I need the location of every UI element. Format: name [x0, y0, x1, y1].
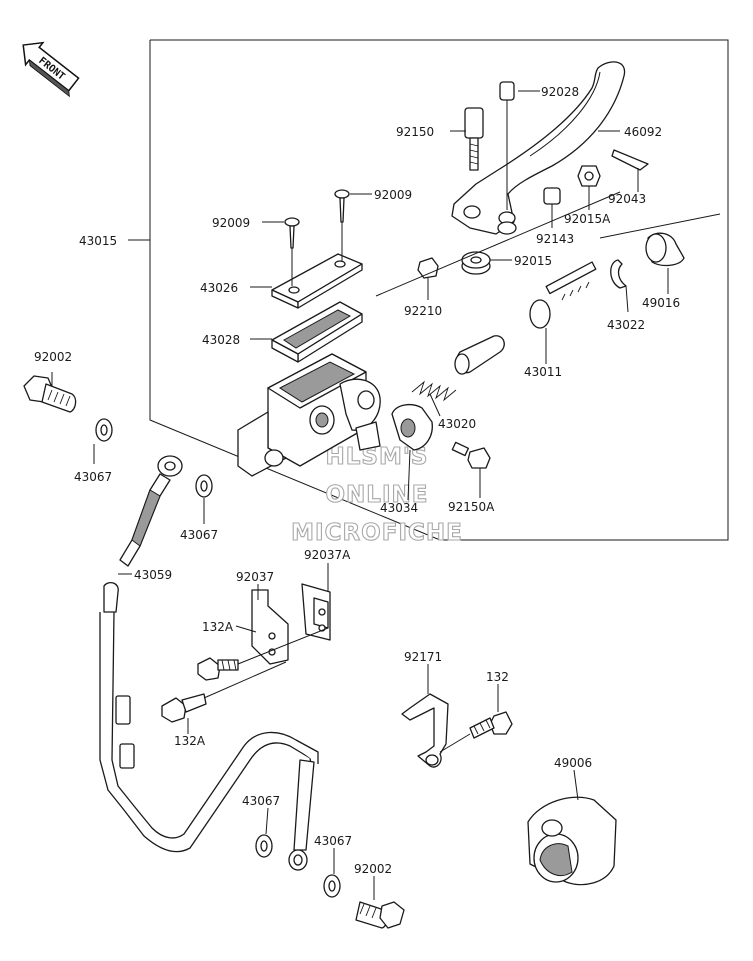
- guide-line-upper: [375, 191, 621, 297]
- washer-43067-b: [195, 474, 213, 498]
- screw-92009-right: [334, 189, 350, 223]
- leader-lines: [93, 90, 669, 900]
- part-label-46092: 46092: [624, 125, 662, 139]
- part-label-92015: 92015: [514, 254, 552, 268]
- washer-43067-c: [255, 834, 273, 858]
- collar-92143: [543, 187, 561, 205]
- part-label-43028: 43028: [202, 333, 240, 347]
- part-label-43015: 43015: [79, 234, 117, 248]
- diaphragm-43028: [271, 301, 363, 363]
- dust-boot-49016: [645, 232, 685, 267]
- part-label-92150: 92150: [396, 125, 434, 139]
- screw-92009-left: [284, 217, 300, 249]
- banjo-bolt-92002-top: [23, 372, 77, 413]
- master-cylinder-body: [237, 353, 381, 477]
- nut-92210: [417, 257, 439, 279]
- part-label-92009-left: 92009: [212, 216, 250, 230]
- part-label-43026: 43026: [200, 281, 238, 295]
- clamp-43034: [391, 403, 433, 451]
- part-label-132A-top: 132A: [202, 620, 234, 634]
- bolt-92150: [464, 107, 484, 171]
- nut-92015A: [577, 165, 601, 187]
- circlip-43022: [610, 259, 627, 289]
- bolt-132A-top: [197, 657, 239, 681]
- front-arrow-icon: FRONT: [22, 41, 80, 98]
- assembly-frame: [149, 39, 729, 541]
- reservoir-cap-43026: [271, 222, 363, 309]
- clamp-92037A: [301, 583, 331, 641]
- part-label-43034: 43034: [380, 501, 418, 515]
- part-label-92037: 92037: [236, 570, 274, 584]
- part-label-92009-right: 92009: [374, 188, 412, 202]
- part-label-92210: 92210: [404, 304, 442, 318]
- part-label-92015A: 92015A: [564, 212, 611, 226]
- part-label-43067-d: 43067: [314, 834, 352, 848]
- clamp-92037: [251, 589, 289, 665]
- guide-line-right: [599, 213, 721, 239]
- washer-43067-a: [95, 418, 113, 442]
- part-label-132A-bottom: 132A: [174, 734, 206, 748]
- part-label-92171: 92171: [404, 650, 442, 664]
- banjo-bolt-92002-bottom: [355, 901, 405, 929]
- part-label-49006: 49006: [554, 756, 592, 770]
- part-label-92028: 92028: [541, 85, 579, 99]
- part-label-92037A: 92037A: [304, 548, 351, 562]
- part-label-43020: 43020: [438, 417, 476, 431]
- part-label-43067-b: 43067: [180, 528, 218, 542]
- part-label-92002-top: 92002: [34, 350, 72, 364]
- washer-43067-d: [323, 874, 341, 898]
- part-label-43059: 43059: [134, 568, 172, 582]
- guide-line-132A-bottom: [203, 661, 287, 699]
- pin-92028: [499, 81, 515, 210]
- brake-lever: [451, 61, 626, 235]
- part-label-92043: 92043: [608, 192, 646, 206]
- watermark-line-2: ONLINE: [326, 482, 429, 508]
- piston-spring-43020: [411, 335, 505, 402]
- part-label-132: 132: [486, 670, 509, 684]
- part-label-92002-bottom: 92002: [354, 862, 392, 876]
- bracket-92171: [401, 693, 449, 768]
- part-label-49016: 49016: [642, 296, 680, 310]
- push-rod-43011: [529, 261, 597, 329]
- bolt-92150A: [451, 441, 491, 469]
- part-label-43067-a: 43067: [74, 470, 112, 484]
- guide-line-132A-top: [237, 627, 329, 665]
- nut-92015: [461, 251, 491, 275]
- brake-hose-43059: [99, 455, 319, 871]
- part-label-92143: 92143: [536, 232, 574, 246]
- bolt-132A-bottom: [161, 693, 207, 723]
- part-label-43067-c: 43067: [242, 794, 280, 808]
- part-label-43011: 43011: [524, 365, 562, 379]
- watermark-line-3: MICROFICHE: [291, 520, 463, 546]
- part-label-43022: 43022: [607, 318, 645, 332]
- bolt-132: [439, 711, 513, 753]
- cotter-pin-92043: [611, 149, 649, 171]
- part-label-92150A: 92150A: [448, 500, 495, 514]
- holder-49006: [527, 796, 617, 886]
